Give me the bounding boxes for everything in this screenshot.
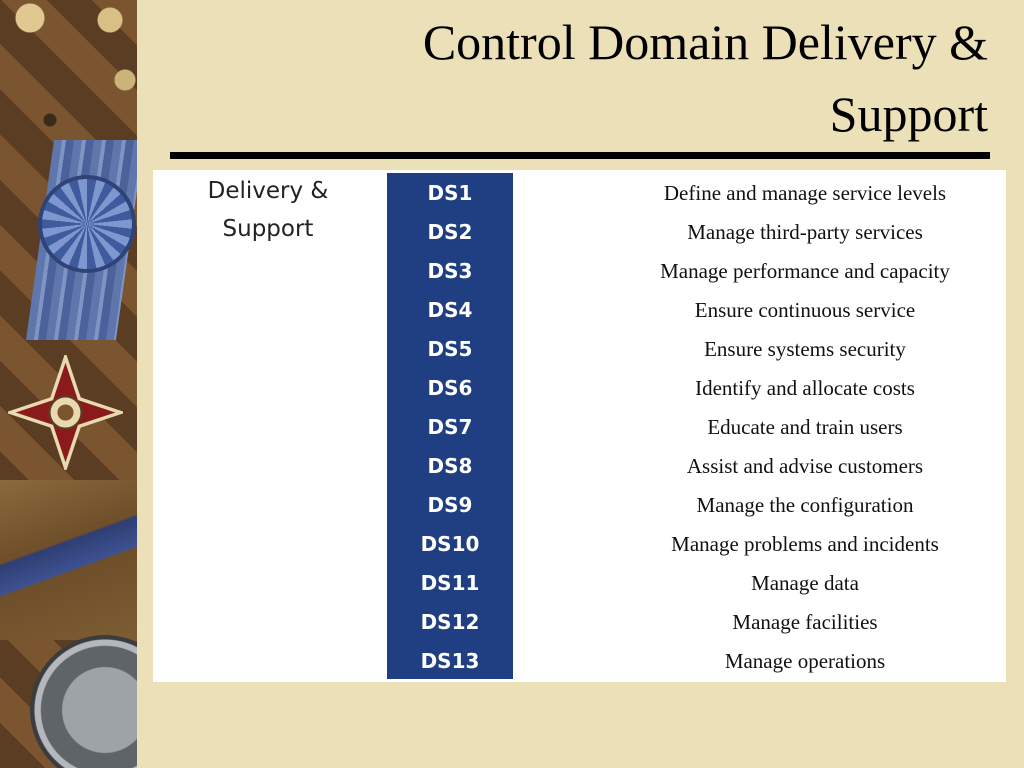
process-code: DS5 xyxy=(427,337,473,361)
process-code: DS7 xyxy=(427,415,473,439)
process-name: Ensure continuous service xyxy=(694,298,916,322)
title-line-1: Control Domain Delivery & xyxy=(422,14,988,70)
process-name: Manage problems and incidents xyxy=(671,532,939,556)
process-name: Manage facilities xyxy=(732,610,878,634)
process-name: Manage performance and capacity xyxy=(660,259,950,283)
process-code: DS6 xyxy=(427,376,473,400)
process-code: DS9 xyxy=(427,493,473,517)
process-name: Define and manage service levels xyxy=(663,181,947,205)
process-code: DS2 xyxy=(427,220,473,244)
domain-heading-line-2: Support xyxy=(222,216,314,242)
process-name: Educate and train users xyxy=(707,415,903,439)
decorative-side-image xyxy=(0,0,137,768)
process-name: Ensure systems security xyxy=(704,337,906,361)
process-code: DS4 xyxy=(427,298,473,322)
title-divider xyxy=(170,152,990,159)
rosette-image xyxy=(38,175,136,273)
process-name: Manage operations xyxy=(724,649,886,673)
decorative-band xyxy=(0,480,137,640)
process-code: DS11 xyxy=(420,571,480,595)
slide-title: Control Domain Delivery & Support xyxy=(423,6,988,150)
process-code: DS8 xyxy=(427,454,473,478)
domain-heading: Delivery & Support xyxy=(158,172,378,248)
process-name: Identify and allocate costs xyxy=(695,376,915,400)
process-name: Manage data xyxy=(751,571,859,595)
process-code: DS13 xyxy=(420,649,480,673)
process-code: DS1 xyxy=(427,181,473,205)
compass-image xyxy=(30,635,137,768)
process-name: Manage the configuration xyxy=(696,493,914,517)
process-code: DS12 xyxy=(420,610,480,634)
process-name: Manage third-party services xyxy=(687,220,923,244)
process-name: Assist and advise customers xyxy=(686,454,924,478)
process-code: DS3 xyxy=(427,259,473,283)
domain-heading-line-1: Delivery & xyxy=(207,178,329,204)
title-line-2: Support xyxy=(829,86,988,142)
process-code: DS10 xyxy=(420,532,480,556)
cross-medal-image xyxy=(8,355,123,470)
